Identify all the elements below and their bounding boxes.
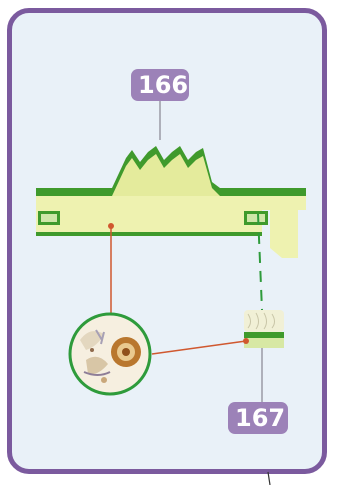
leader-line-block-detail — [152, 341, 246, 354]
part-167-block — [244, 310, 284, 348]
part-number-label-167: 167 — [228, 402, 288, 434]
part-number-label-166: 166 — [131, 69, 189, 101]
part-166-comb-bar — [36, 146, 306, 258]
frame-tick — [268, 472, 270, 485]
detail-magnifier — [70, 314, 150, 394]
